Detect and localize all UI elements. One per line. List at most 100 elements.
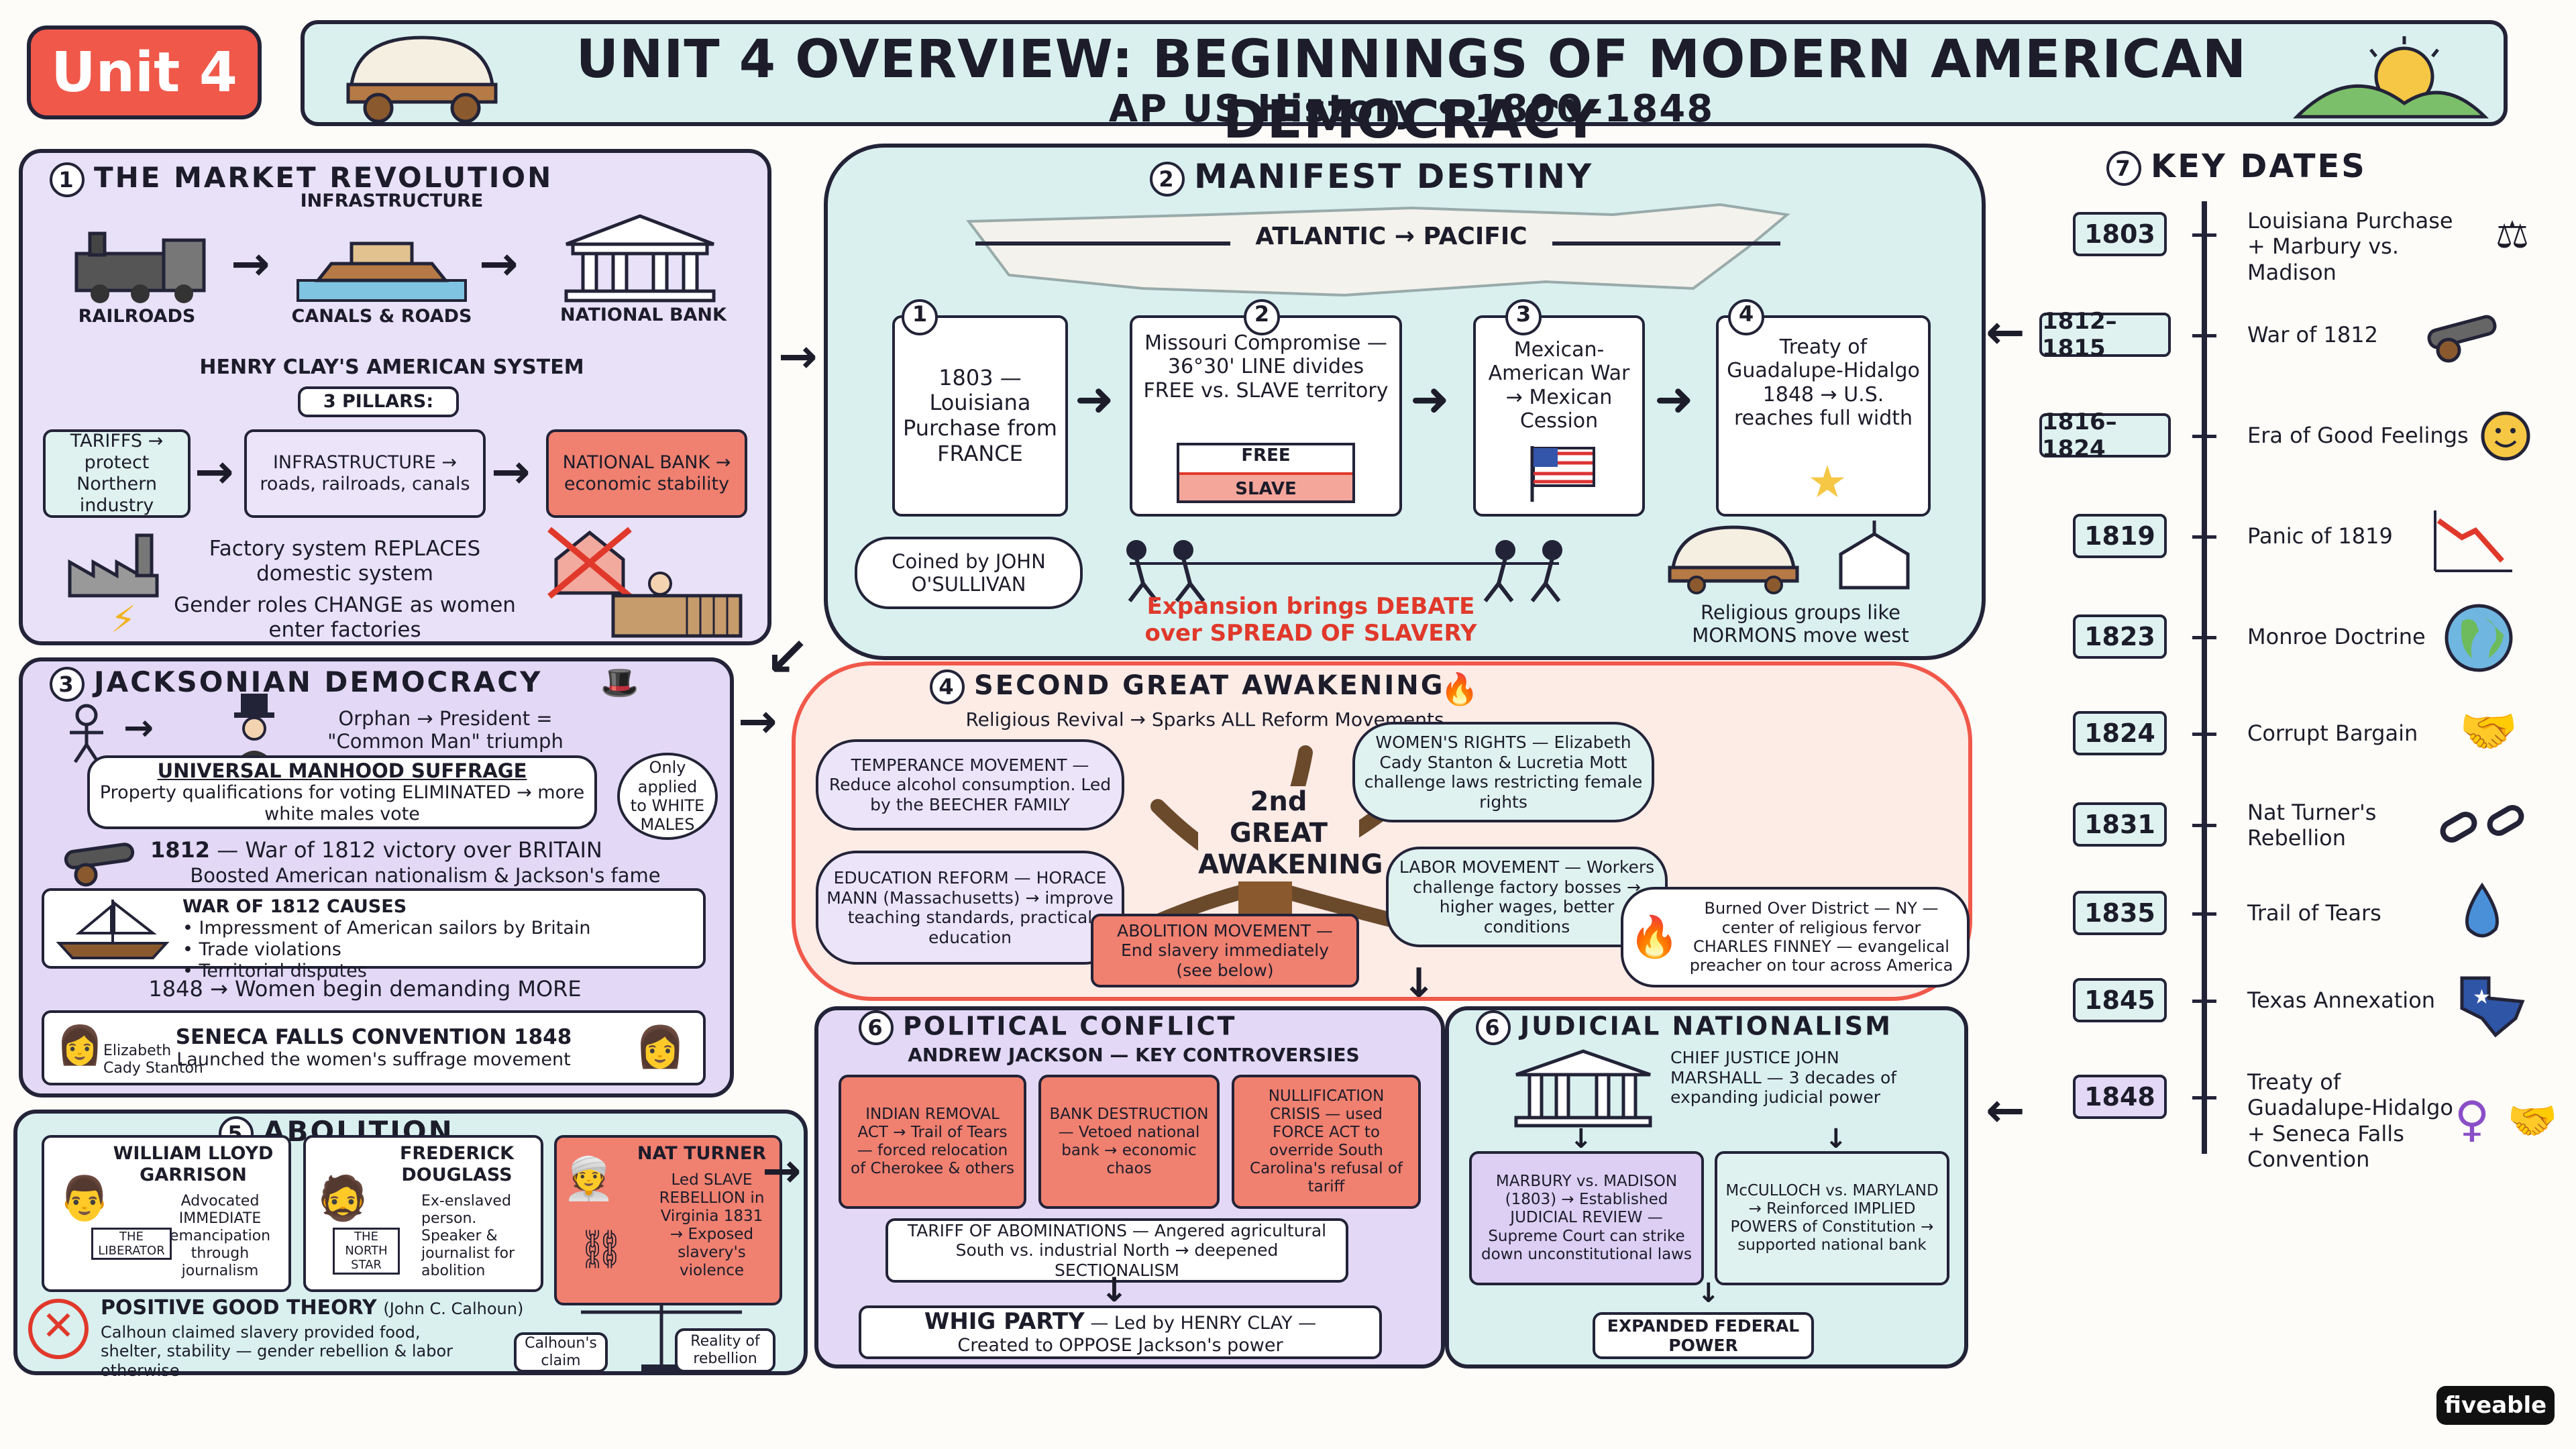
arrow-jackson-to-awakening: → bbox=[738, 694, 777, 749]
calhoun-claim-box: Calhoun's claim bbox=[514, 1332, 608, 1373]
cause-text: Impressment of American sailors by Brita… bbox=[199, 917, 591, 938]
step2-number: 2 bbox=[1244, 299, 1280, 335]
keyevent-1831: Nat Turner's Rebellion bbox=[2247, 800, 2377, 851]
tariffs-box: TARIFFS → protect Northern industry bbox=[43, 429, 191, 518]
arrow-right: → bbox=[123, 706, 154, 749]
whig-party-banner: WHIG PARTY — Led by HENRY CLAY — Created… bbox=[859, 1305, 1382, 1359]
keyevent-1848: Treaty of Guadalupe-Hidalgo + Seneca Fal… bbox=[2247, 1069, 2453, 1173]
manifest-step-2: Missouri Compromise — 36°30' LINE divide… bbox=[1130, 315, 1402, 517]
keydate-1812: 1812–1815 bbox=[2039, 308, 2171, 362]
smiling-sun-icon bbox=[2469, 402, 2542, 470]
unit-badge: Unit 4 bbox=[27, 25, 262, 119]
market-title-text: THE MARKET REVOLUTION bbox=[94, 161, 553, 194]
orphan-figure-icon bbox=[70, 704, 103, 763]
train-icon bbox=[74, 231, 206, 303]
indian-removal-box: INDIAN REMOVAL ACT → Trail of Tears — fo… bbox=[839, 1075, 1026, 1209]
arrow-down: ↓ bbox=[1825, 1124, 1847, 1155]
keyevent-1819: Panic of 1819 bbox=[2247, 523, 2393, 549]
tear-drop-icon bbox=[2449, 879, 2516, 946]
free-label: FREE bbox=[1179, 445, 1352, 475]
pillars-text: 3 PILLARS: bbox=[323, 391, 434, 413]
arrow-dates-to-judicial: ← bbox=[1986, 1083, 2025, 1138]
step4-text: Treaty of Guadalupe-Hidalgo 1848 → U.S. … bbox=[1727, 335, 1920, 431]
keydate-1816: 1816–1824 bbox=[2039, 409, 2171, 462]
nat-turner-card: NAT TURNER Led SLAVE REBELLION in Virgin… bbox=[554, 1135, 782, 1305]
free-slave-diagram: FREE SLAVE bbox=[1177, 443, 1355, 503]
garrison-name: WILLIAM LLOYD GARRISON bbox=[113, 1143, 274, 1185]
arrow-down: ↙ bbox=[765, 626, 810, 688]
keydate-1835: 1835 bbox=[2073, 891, 2167, 935]
wagon-icon bbox=[346, 36, 498, 123]
cannon-icon bbox=[64, 843, 135, 887]
burned-fire-icon: 🔥 bbox=[1629, 914, 1680, 961]
infrastructure-label: INFRASTRUCTURE bbox=[300, 191, 484, 211]
keydate-1819: 1819 bbox=[2073, 514, 2167, 558]
only-white-males-badge: Only applied to WHITE MALES bbox=[617, 753, 718, 840]
burned-over-box: Burned Over District — NY — center of re… bbox=[1621, 887, 1970, 987]
womens-rights-box: WOMEN'S RIGHTS — Elizabeth Cady Stanton … bbox=[1352, 722, 1654, 822]
cause-text: Trade violations bbox=[199, 938, 341, 960]
labor-text: LABOR MOVEMENT — Workers challenge facto… bbox=[1399, 857, 1655, 936]
keydate-1803: 1803 bbox=[2073, 212, 2167, 256]
marshall-text: CHIEF JUSTICE JOHN MARSHALL — 3 decades … bbox=[1670, 1048, 1897, 1107]
timeline-tick bbox=[2192, 535, 2216, 539]
keyevent-1803: Louisiana Purchase + Marbury vs. Madison bbox=[2247, 208, 2453, 285]
suffrage-title: UNIVERSAL MANHOOD SUFFRAGE bbox=[157, 759, 527, 783]
arrow-right: ➜ bbox=[1654, 372, 1694, 427]
mormons-text: Religious groups like MORMONS move west bbox=[1692, 601, 1909, 647]
cause-item: • Trade violations bbox=[182, 938, 341, 960]
coined-by-bubble: Coined by JOHN O'SULLIVAN bbox=[855, 537, 1083, 609]
war1812-year: 1812 bbox=[150, 837, 211, 863]
loom-worker-icon bbox=[611, 572, 743, 638]
fiveable-logo: fiveable bbox=[2436, 1386, 2555, 1425]
cause-item: • Territorial disputes bbox=[182, 960, 367, 981]
railroads-label: RAILROADS bbox=[78, 306, 196, 327]
section-number: 7 bbox=[2106, 151, 2141, 186]
arrow-right: ➜ bbox=[1075, 372, 1114, 427]
keydate-1848: 1848 bbox=[2073, 1075, 2167, 1119]
education-text: EDUCATION REFORM — HORACE MANN (Massachu… bbox=[826, 868, 1114, 947]
causes-list: WAR OF 1812 CAUSES • Impressment of Amer… bbox=[182, 896, 591, 981]
douglass-portrait-icon: 🧔 bbox=[316, 1174, 370, 1224]
wagon-church-icon bbox=[1668, 521, 1910, 594]
positive-good-text: Calhoun claimed slavery provided food, s… bbox=[101, 1323, 453, 1380]
canals-label: CANALS & ROADS bbox=[291, 306, 472, 327]
arrow-right: → bbox=[231, 236, 270, 291]
seneca-body: Launched the women's suffrage movement bbox=[176, 1049, 571, 1071]
douglass-text: Ex-enslaved person. Speaker & journalist… bbox=[421, 1192, 515, 1279]
causes-title: WAR OF 1812 CAUSES bbox=[182, 896, 407, 917]
brand-text: fiveable bbox=[2444, 1392, 2547, 1419]
crossed-house-icon bbox=[547, 527, 632, 599]
step3-number: 3 bbox=[1505, 299, 1542, 335]
women-1848-text: 1848 → Women begin demanding MORE bbox=[148, 976, 582, 1002]
expanded-federal-power-box: EXPANDED FEDERAL POWER bbox=[1593, 1312, 1814, 1359]
keyevent-1824: Corrupt Bargain bbox=[2247, 720, 2418, 746]
arrow-right: ➜ bbox=[1410, 372, 1450, 427]
timeline-tick bbox=[2192, 824, 2216, 827]
garrison-card: WILLIAM LLOYD GARRISON Advocated IMMEDIA… bbox=[42, 1135, 291, 1292]
sunrise-icon bbox=[2292, 36, 2489, 119]
keydate-1824: 1824 bbox=[2073, 711, 2167, 755]
bank-destruction-box: BANK DESTRUCTION — Vetoed national bank … bbox=[1038, 1075, 1220, 1209]
whig-line: WHIG PARTY — Led by HENRY CLAY — bbox=[924, 1308, 1316, 1335]
national-bank-box: NATIONAL BANK → economic stability bbox=[546, 429, 747, 518]
orphan-president-text: Orphan → President = "Common Man" triump… bbox=[327, 707, 564, 753]
unit-badge-label: Unit 4 bbox=[51, 40, 237, 105]
manifest-step-3: Mexican-American War → Mexican Cession bbox=[1473, 315, 1645, 517]
page-subtitle: AP US History • 1800–1848 bbox=[1108, 87, 1715, 131]
war1812-causes-box: WAR OF 1812 CAUSES • Impressment of Amer… bbox=[42, 888, 706, 981]
mcculloch-box: McCULLOCH vs. MARYLAND → Reinforced IMPL… bbox=[1715, 1151, 1949, 1285]
section-number: 1 bbox=[50, 162, 85, 197]
whig-led: — Led by HENRY CLAY — bbox=[1090, 1313, 1317, 1334]
cause-text: Territorial disputes bbox=[199, 960, 367, 981]
timeline-tick bbox=[2192, 1000, 2216, 1003]
douglass-name: FREDERICK DOUGLASS bbox=[399, 1143, 515, 1185]
lightning-icon: ⚡ bbox=[111, 598, 136, 641]
arrow-right: → bbox=[491, 444, 531, 499]
timeline-tick bbox=[2192, 334, 2216, 337]
